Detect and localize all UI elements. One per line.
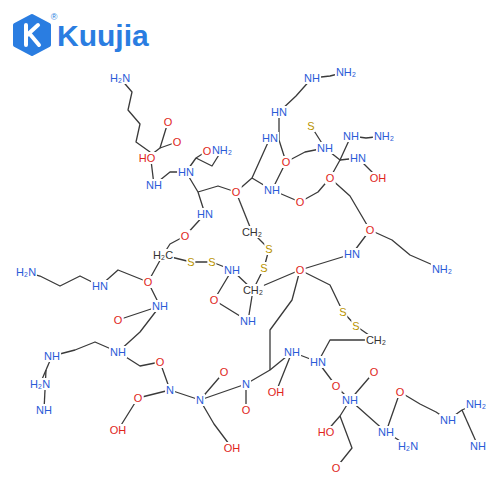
carbon-label: H₂C [152, 249, 174, 261]
bonds [26, 72, 478, 468]
oxygen-label: O [295, 264, 306, 276]
oxygen-label: OH [223, 442, 242, 454]
carbon-label: CH₂ [242, 284, 264, 296]
nitrogen-label: NH [223, 264, 241, 276]
nitrogen-label: NH₂ [335, 66, 357, 78]
oxygen-label: O [295, 196, 306, 208]
oxygen-label: HO [317, 426, 336, 438]
nitrogen-label: NH [239, 315, 257, 327]
sulfur-label: S [306, 120, 315, 132]
nitrogen-label: H₂N [397, 440, 419, 452]
nitrogen-label: HN [343, 248, 361, 260]
oxygen-label: O [209, 294, 220, 306]
nitrogen-label: NH [109, 346, 127, 358]
nitrogen-label: H₂N [109, 72, 131, 84]
nitrogen-label: N [165, 384, 175, 396]
sulfur-label: S [186, 256, 195, 268]
oxygen-label: O [143, 276, 154, 288]
sulfur-label: S [351, 320, 360, 332]
oxygen-label: O [231, 186, 242, 198]
oxygen-label: O [241, 404, 252, 416]
nitrogen-label: HN [196, 208, 214, 220]
oxygen-label: O [163, 116, 174, 128]
nitrogen-label: NH [303, 72, 321, 84]
carbon-label: CH₂ [241, 226, 263, 238]
oxygen-label: O [331, 380, 342, 392]
oxygen-label: O [331, 462, 342, 474]
oxygen-label: O [325, 172, 336, 184]
nitrogen-label: NH₂ [211, 144, 233, 156]
nitrogen-label: NH [342, 130, 360, 142]
sulfur-label: S [259, 262, 268, 274]
nitrogen-label: NH [439, 414, 457, 426]
registered-mark: ® [50, 11, 59, 23]
oxygen-label: HO [138, 152, 157, 164]
oxygen-label: O [369, 366, 380, 378]
nitrogen-label: NH [151, 300, 169, 312]
oxygen-label: OH [369, 172, 388, 184]
oxygen-label: OH [267, 386, 286, 398]
nitrogen-label: NH [43, 350, 61, 362]
oxygen-label: O [155, 356, 166, 368]
nitrogen-label: N [241, 378, 251, 390]
nitrogen-label: NH₂ [373, 130, 395, 142]
nitrogen-label: H₂N [29, 378, 51, 390]
nitrogen-label: NH [377, 426, 395, 438]
oxygen-label: O [219, 366, 230, 378]
nitrogen-label: NH₂ [431, 263, 453, 275]
nitrogen-label: HN [309, 356, 327, 368]
nitrogen-label: NH [35, 404, 53, 416]
sulfur-label: S [207, 256, 216, 268]
nitrogen-label: HN [91, 280, 109, 292]
logo-text: Kuujia [56, 19, 150, 53]
nitrogen-label: NH [283, 346, 301, 358]
nitrogen-label: NH [316, 142, 334, 154]
oxygen-label: O [172, 136, 183, 148]
nitrogen-label: HN [349, 152, 367, 164]
sulfur-label: S [264, 243, 273, 255]
sulfur-label: S [338, 306, 347, 318]
nitrogen-label: NH [263, 184, 281, 196]
nitrogen-label: HN [270, 106, 288, 118]
logo-icon [15, 16, 49, 54]
nitrogen-label: N [195, 394, 205, 406]
oxygen-label: O [180, 230, 191, 242]
oxygen-label: O [395, 386, 406, 398]
oxygen-label: O [281, 156, 292, 168]
nitrogen-label: NH [469, 440, 487, 452]
carbon-label: CH₂ [365, 334, 387, 346]
nitrogen-label: HN [261, 132, 279, 144]
nitrogen-label: NH₂ [465, 398, 487, 410]
nitrogen-label: NH [341, 394, 359, 406]
nitrogen-label: NH [145, 179, 163, 191]
oxygen-label: O [133, 392, 144, 404]
nitrogen-label: H₂N [15, 266, 37, 278]
nitrogen-label: HN [177, 166, 195, 178]
oxygen-label: O [365, 224, 376, 236]
oxygen-label: OH [109, 424, 128, 436]
oxygen-label: O [113, 314, 124, 326]
